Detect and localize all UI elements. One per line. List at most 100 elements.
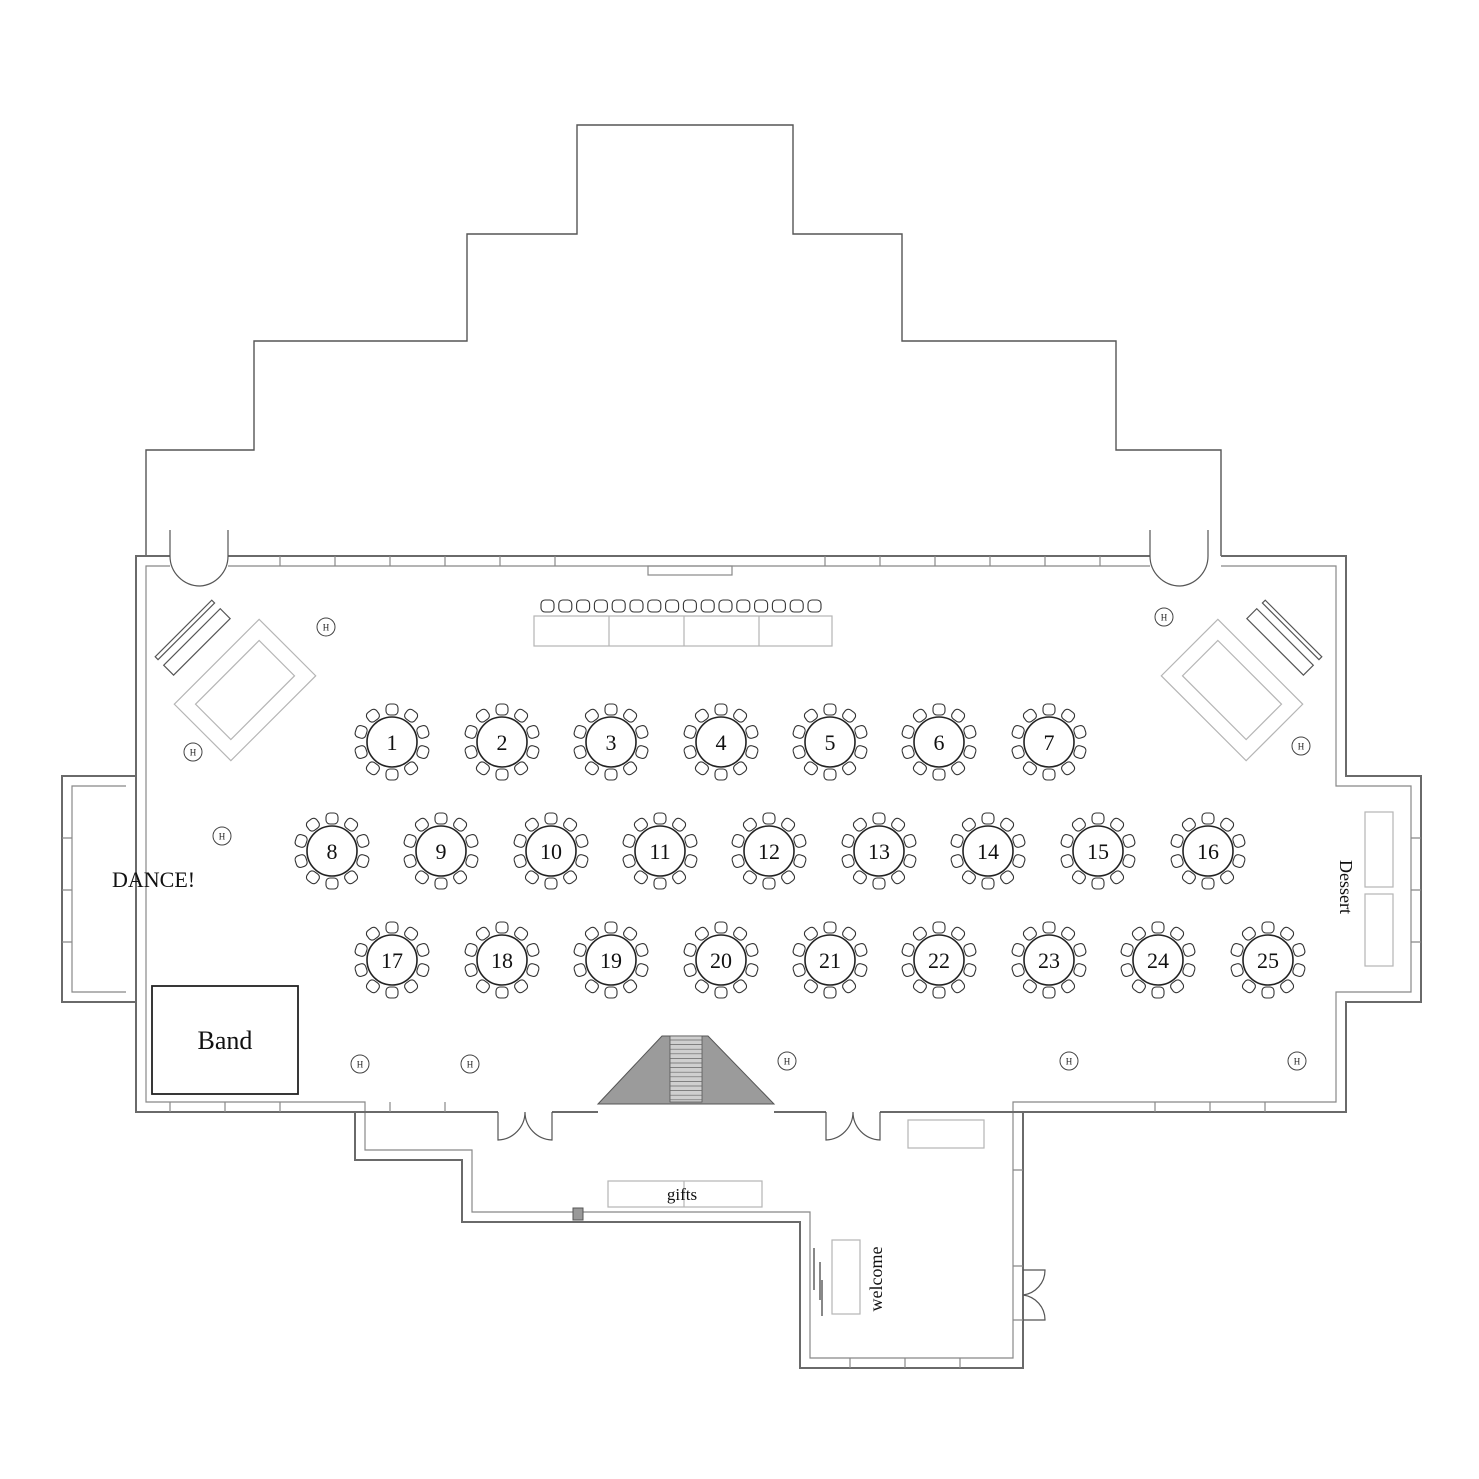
chair — [514, 979, 529, 994]
table-number: 4 — [716, 730, 727, 755]
chair — [1110, 870, 1125, 885]
chair — [733, 926, 748, 941]
band-label: Band — [198, 1026, 253, 1055]
chair — [1073, 745, 1087, 759]
chair — [635, 943, 649, 957]
chair — [1042, 921, 1056, 934]
table-number: 6 — [934, 730, 945, 755]
head-chair — [718, 599, 733, 613]
chair — [1042, 768, 1056, 781]
chair — [1012, 834, 1026, 848]
chair — [623, 761, 638, 776]
chair — [1230, 943, 1244, 957]
chair — [465, 834, 479, 848]
chair — [416, 943, 430, 957]
table-14: 14 — [950, 812, 1026, 890]
terrace-outline — [145, 124, 1222, 556]
chair — [584, 979, 599, 994]
chair — [653, 812, 667, 825]
chair — [731, 854, 745, 868]
chair — [803, 926, 818, 941]
chair — [604, 986, 618, 999]
foyer-side-table — [907, 1119, 985, 1149]
chair — [622, 834, 636, 848]
svg-text:H: H — [1294, 1057, 1301, 1067]
table-top — [415, 825, 467, 877]
chair — [514, 926, 529, 941]
table-top — [804, 934, 856, 986]
chair — [792, 963, 806, 977]
table-number: 15 — [1087, 839, 1109, 864]
chair — [981, 812, 995, 825]
chair — [1220, 817, 1235, 832]
table-number: 14 — [977, 839, 999, 864]
chair — [635, 725, 649, 739]
head-chair — [629, 599, 644, 613]
table-3: 3 — [573, 703, 649, 781]
table-25: 25 — [1230, 921, 1306, 999]
chair — [434, 812, 448, 825]
table-number: 25 — [1257, 948, 1279, 973]
welcome-label: welcome — [866, 1247, 886, 1312]
table-top — [913, 716, 965, 768]
table-number: 22 — [928, 948, 950, 973]
chair — [404, 761, 419, 776]
table-number: 24 — [1147, 948, 1169, 973]
table-5: 5 — [792, 703, 868, 781]
chair — [354, 725, 368, 739]
table-top — [1182, 825, 1234, 877]
chair — [1201, 877, 1215, 890]
chair — [963, 745, 977, 759]
hall-walls — [61, 555, 1422, 1369]
table-top — [476, 716, 528, 768]
head-chair — [807, 599, 822, 613]
chair — [792, 745, 806, 759]
chair — [842, 979, 857, 994]
chair — [1261, 921, 1275, 934]
chair — [623, 979, 638, 994]
chair — [1232, 854, 1246, 868]
table-23: 23 — [1011, 921, 1087, 999]
chair — [385, 921, 399, 934]
chair — [344, 817, 359, 832]
table-number: 13 — [868, 839, 890, 864]
chair — [573, 745, 587, 759]
chair — [1151, 921, 1165, 934]
table-top — [1072, 825, 1124, 877]
chair — [344, 870, 359, 885]
chair — [742, 817, 757, 832]
chair — [854, 963, 868, 977]
chair — [912, 761, 927, 776]
chair — [714, 986, 728, 999]
chair — [604, 703, 618, 716]
table-1: 1 — [354, 703, 430, 781]
chair — [575, 854, 589, 868]
chair — [1131, 979, 1146, 994]
chair — [961, 817, 976, 832]
chair — [733, 708, 748, 723]
table-top — [913, 934, 965, 986]
chair — [354, 745, 368, 759]
chair — [733, 979, 748, 994]
head-chair — [682, 599, 697, 613]
chair — [1022, 926, 1037, 941]
head-table — [533, 599, 833, 647]
chair — [854, 943, 868, 957]
table-number: 17 — [381, 948, 403, 973]
chair — [453, 817, 468, 832]
chair — [932, 921, 946, 934]
chair — [575, 834, 589, 848]
chair — [414, 817, 429, 832]
table-top — [853, 825, 905, 877]
table-13: 13 — [841, 812, 917, 890]
chair — [1230, 963, 1244, 977]
chair — [1000, 817, 1015, 832]
chair — [683, 725, 697, 739]
chair — [604, 768, 618, 781]
chair — [1060, 834, 1074, 848]
chair — [842, 761, 857, 776]
chair — [1170, 926, 1185, 941]
chair — [901, 745, 915, 759]
chair — [1280, 926, 1295, 941]
chair — [416, 963, 430, 977]
